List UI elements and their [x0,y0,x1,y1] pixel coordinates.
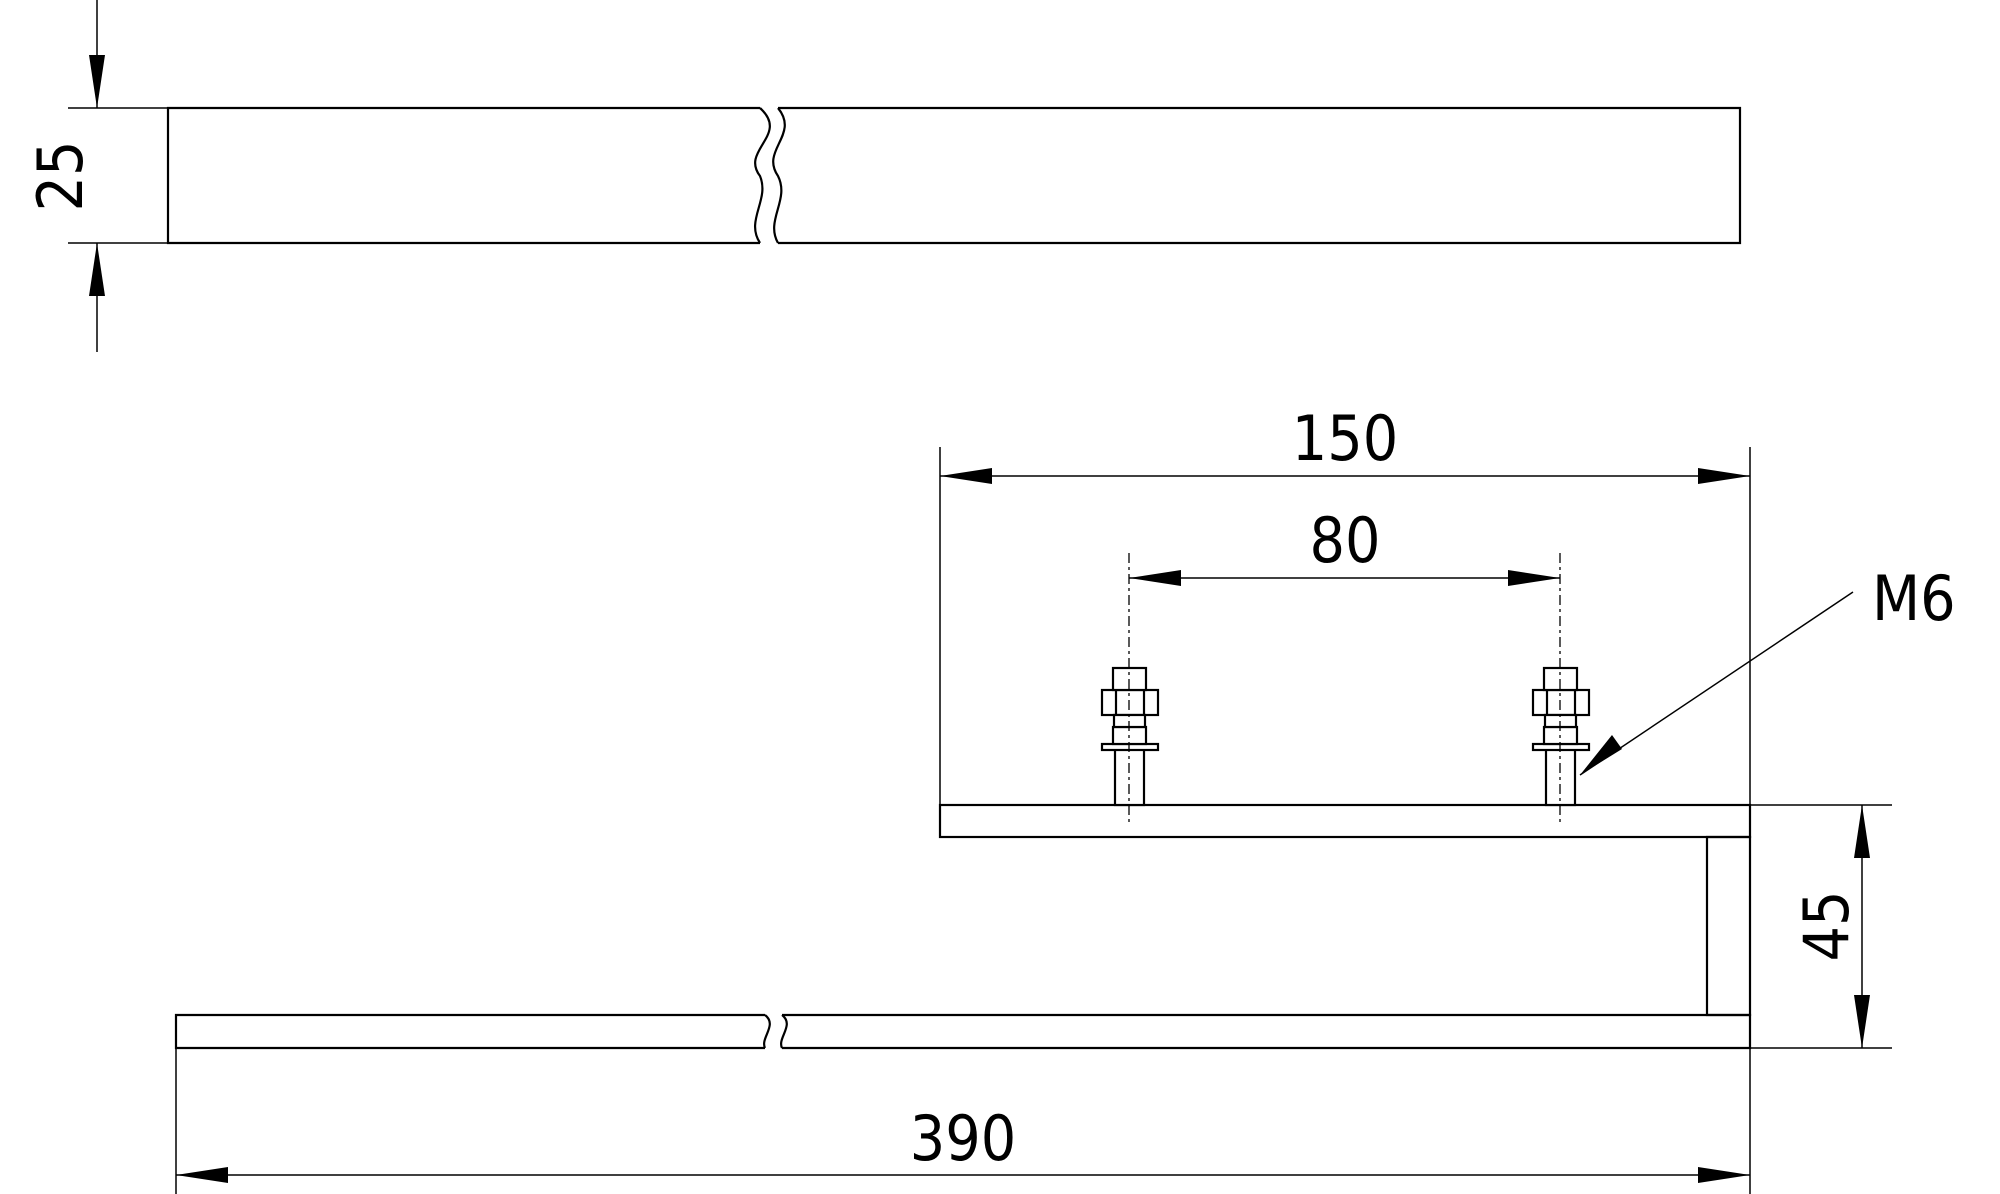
dim-label-bracket-width: 150 [1292,402,1398,475]
dim-label-bolt-spacing: 80 [1310,504,1381,577]
dimension-overall-length: 390 [175,1048,1751,1194]
bolt-right [1531,553,1591,826]
side-view [174,803,1752,1050]
dimension-bolt-spacing: 80 [1129,504,1560,586]
dim-label-bracket-height: 45 [1790,891,1863,962]
leader-bolt-thread: M6 [1579,562,1956,776]
dimension-top-height: 25 [24,0,168,352]
dimension-bracket-width: 150 [939,402,1751,805]
dim-label-overall-length: 390 [910,1102,1016,1175]
top-view [166,106,1742,245]
dim-label-bolt-thread: M6 [1872,562,1956,635]
dim-label-top-height: 25 [24,141,97,212]
dimension-bracket-height: 45 [1750,804,1892,1049]
bolt-left [1100,553,1160,826]
